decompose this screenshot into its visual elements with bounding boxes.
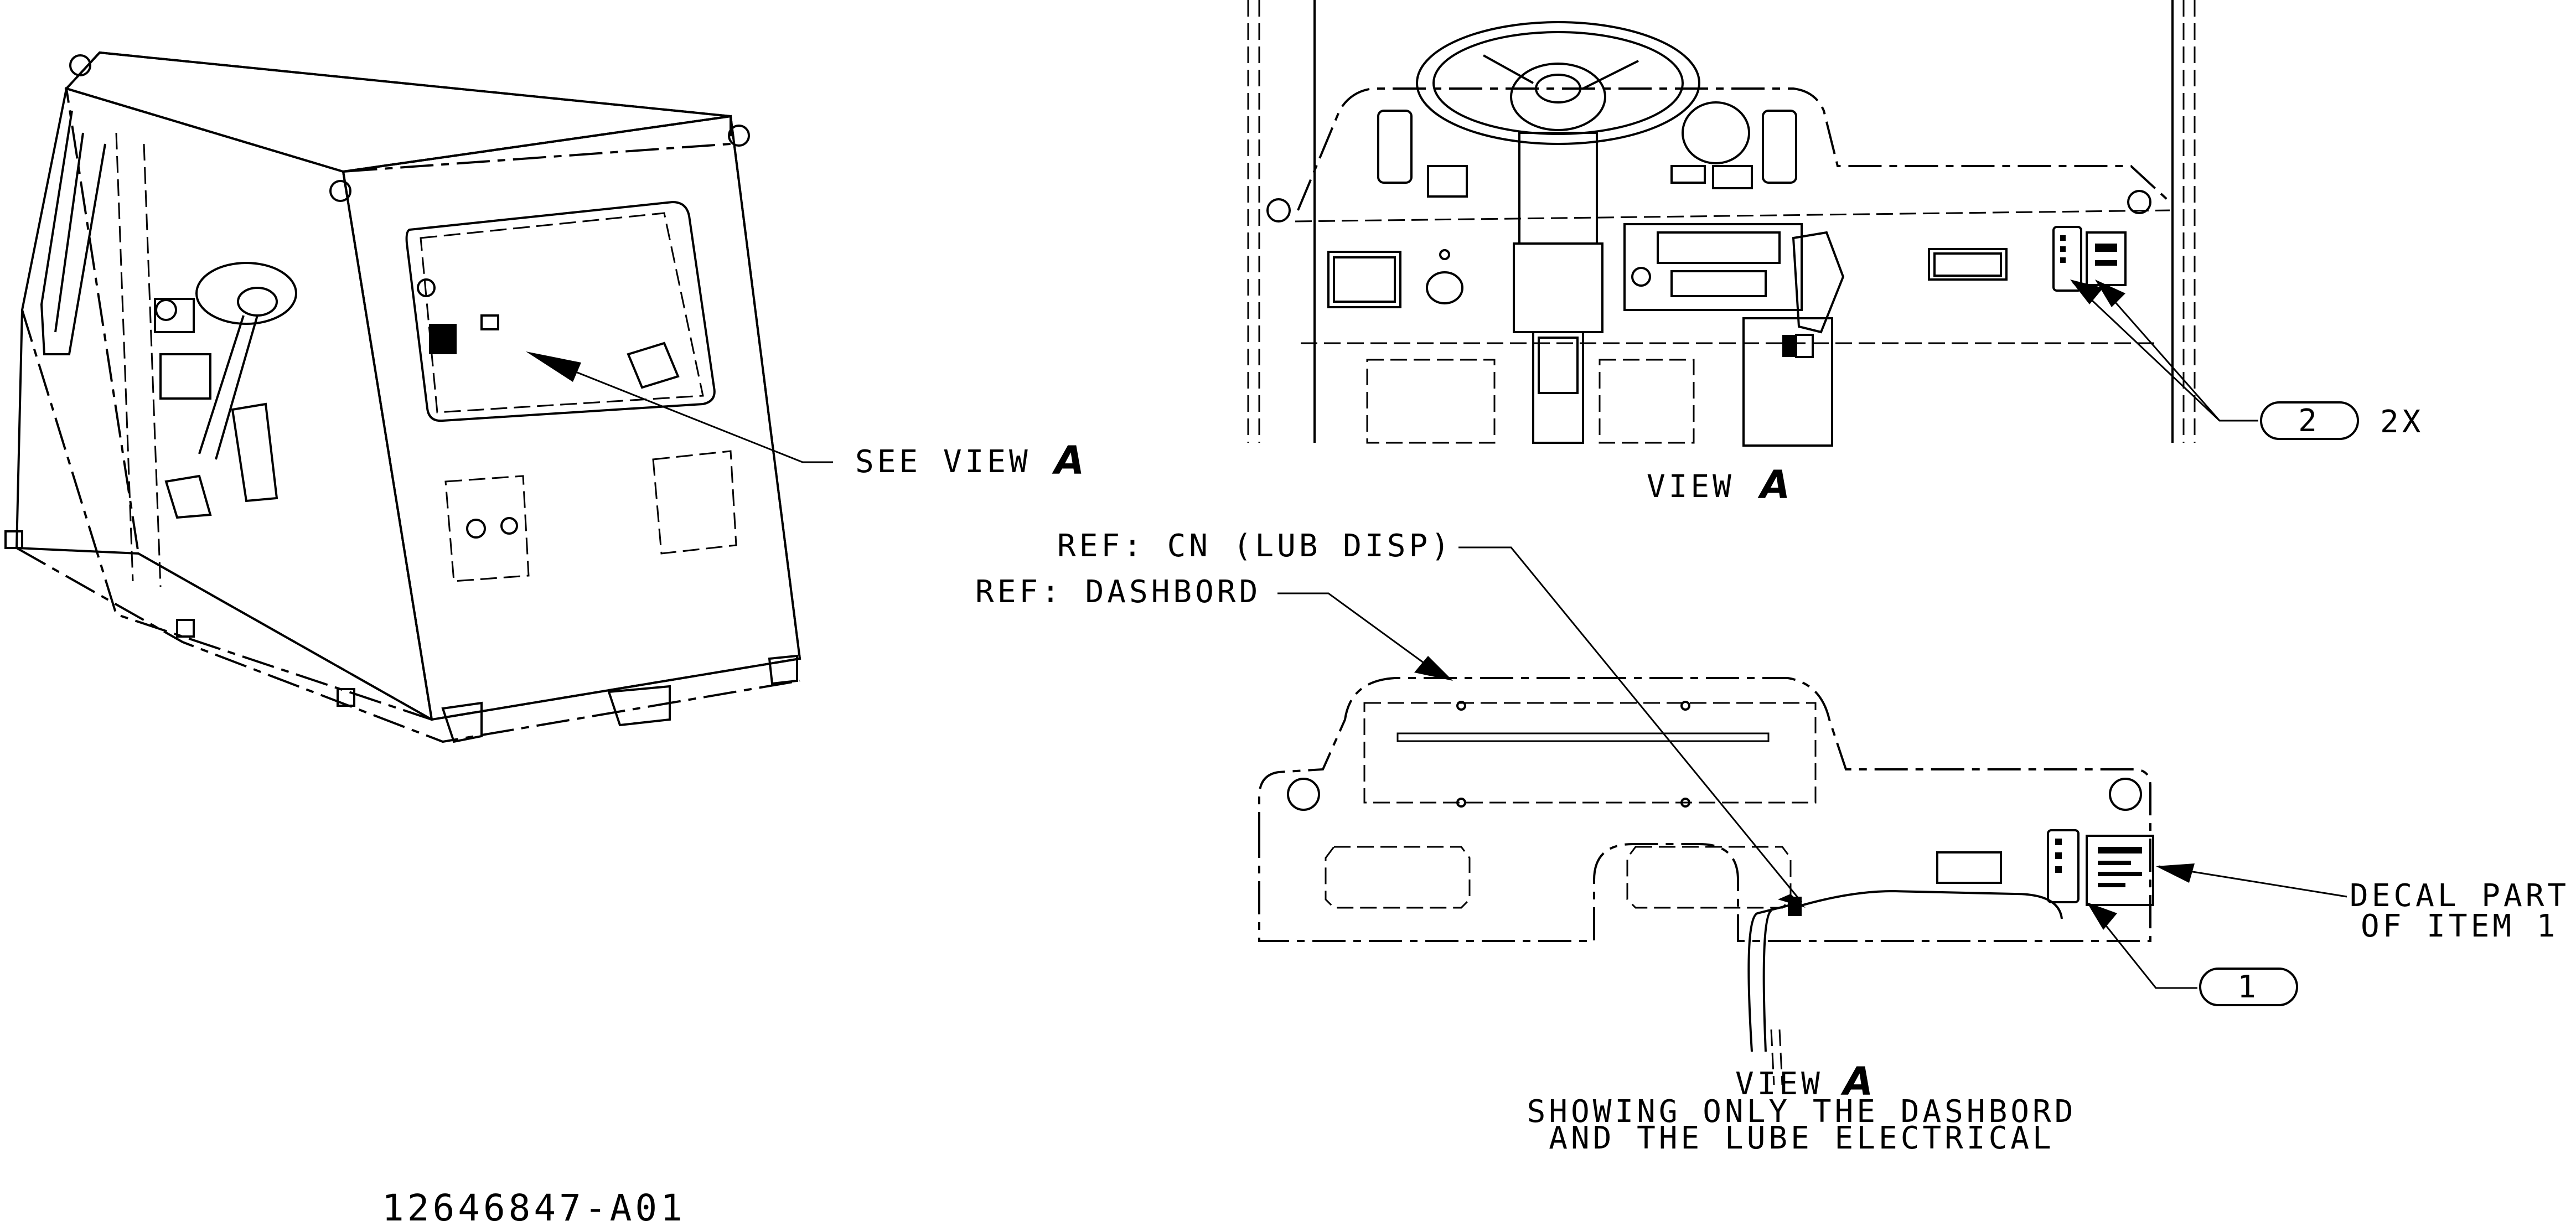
item-2-balloon (2260, 401, 2359, 440)
view-a-top-letter: A (1757, 462, 1790, 508)
see-view-letter: A (1052, 438, 1084, 483)
item-1-balloon (2199, 968, 2298, 1006)
drawing-number: 12646847-A01 (382, 1187, 686, 1226)
ref-dashbord-label: REF: DASHBORD (975, 574, 1261, 610)
view-a-caption-line1: SHOWING ONLY THE DASHBORD (1527, 1094, 2077, 1130)
cab-interior (154, 262, 680, 519)
item-1-number: 1 (2237, 969, 2259, 1005)
item-2-number: 2 (2298, 403, 2320, 439)
view-a-bottom-letter: A (1840, 1059, 1873, 1104)
dashboard-only-view (1258, 546, 2347, 1085)
ref-cn-label: REF: CN (LUB DISP) (1057, 528, 1453, 564)
decal-label-line2: OF ITEM 1 (2361, 908, 2558, 944)
cab-isometric-view (4, 51, 833, 743)
view-a-caption-line2: AND THE LUBE ELECTRICAL (1549, 1120, 2054, 1156)
view-a-top-label: VIEW (1647, 469, 1735, 505)
see-view-label: SEE VIEW (855, 444, 1031, 480)
view-a-bottom-label: VIEW (1735, 1066, 1823, 1102)
item-2-quantity: 2X (2380, 404, 2424, 440)
decal-label-line1: DECAL PART (2350, 878, 2569, 914)
view-a-dashboard-installed (1247, 0, 2258, 447)
